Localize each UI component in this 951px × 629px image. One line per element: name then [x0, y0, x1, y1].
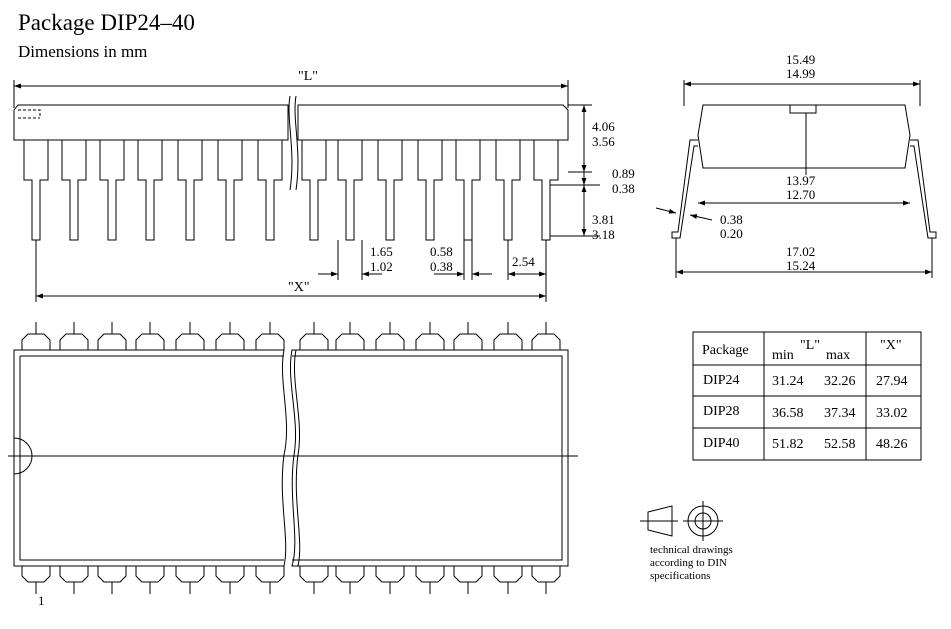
lead-length-min: 3.18 — [592, 227, 615, 242]
side-body — [697, 104, 911, 169]
lead-length-max: 3.81 — [592, 212, 615, 227]
table-cell-l-max: 52.58 — [824, 437, 856, 452]
pin1-notch — [13, 437, 33, 475]
table-header-max: max — [826, 348, 850, 363]
break-line-top — [288, 95, 293, 191]
table-cell-l-min: 36.58 — [772, 406, 804, 421]
package-body-right — [297, 104, 569, 141]
front-view — [13, 80, 600, 302]
din-projection-symbol — [640, 501, 723, 541]
din-note-line: specifications — [650, 570, 710, 582]
top-body-right — [289, 349, 569, 567]
span-label: "X" — [288, 280, 310, 295]
table-cell-l-max: 37.34 — [824, 406, 856, 421]
front-leads-right — [301, 140, 559, 241]
outer-width-max: 15.49 — [786, 52, 815, 67]
dimension-table — [692, 331, 922, 461]
top-pins — [21, 322, 561, 350]
body-height-min: 3.56 — [592, 134, 615, 149]
table-header-min: min — [772, 348, 794, 363]
table-cell-l-max: 32.26 — [824, 374, 856, 389]
table-cell-l-min: 51.82 — [772, 437, 804, 452]
body-height-max: 4.06 — [592, 119, 615, 134]
side-view — [655, 80, 937, 278]
table-cell-x: 27.94 — [876, 374, 908, 389]
bottom-pins — [21, 566, 561, 594]
table-cell-package: DIP24 — [703, 373, 740, 388]
page-title: Package DIP24–40 — [18, 10, 195, 35]
table-header-l: "L" — [800, 338, 820, 353]
lead-width-narrow-min: 0.38 — [430, 259, 453, 274]
table-cell-package: DIP40 — [703, 436, 740, 451]
front-leads-left — [23, 140, 283, 241]
din-note-line: technical drawings — [650, 544, 733, 556]
table-cell-x: 33.02 — [876, 406, 908, 421]
side-notch — [789, 104, 817, 114]
table-cell-x: 48.26 — [876, 437, 908, 452]
top-view — [8, 322, 578, 594]
package-body-left — [13, 104, 289, 141]
outer-width-min: 14.99 — [786, 66, 815, 81]
pitch-label: 2.54 — [512, 254, 535, 269]
standoff-min: 0.38 — [612, 181, 635, 196]
lead-thickness-min: 0.20 — [720, 226, 743, 241]
projection-cone-icon — [647, 505, 673, 537]
body-width-max: 13.97 — [786, 173, 816, 188]
length-label: "L" — [298, 69, 318, 84]
lead-spread-min: 15.24 — [786, 258, 816, 273]
pin1-label: 1 — [38, 593, 45, 608]
page-subtitle: Dimensions in mm — [18, 42, 148, 61]
table-cell-package: DIP28 — [703, 404, 740, 419]
side-lead-left — [671, 139, 698, 239]
lead-width-narrow-max: 0.58 — [430, 244, 453, 259]
side-lead-right — [910, 139, 937, 239]
lead-width-wide-max: 1.65 — [370, 244, 393, 259]
din-note-line: according to DIN — [650, 557, 727, 569]
standoff-max: 0.89 — [612, 166, 635, 181]
table-cell-l-min: 31.24 — [772, 374, 804, 389]
table-header-x: "X" — [880, 338, 902, 353]
lead-width-wide-min: 1.02 — [370, 259, 393, 274]
body-width-min: 12.70 — [786, 187, 815, 202]
table-header-package: Package — [702, 343, 749, 358]
lead-thickness-max: 0.38 — [720, 212, 743, 227]
lead-spread-max: 17.02 — [786, 244, 815, 259]
top-body-left — [13, 349, 287, 567]
